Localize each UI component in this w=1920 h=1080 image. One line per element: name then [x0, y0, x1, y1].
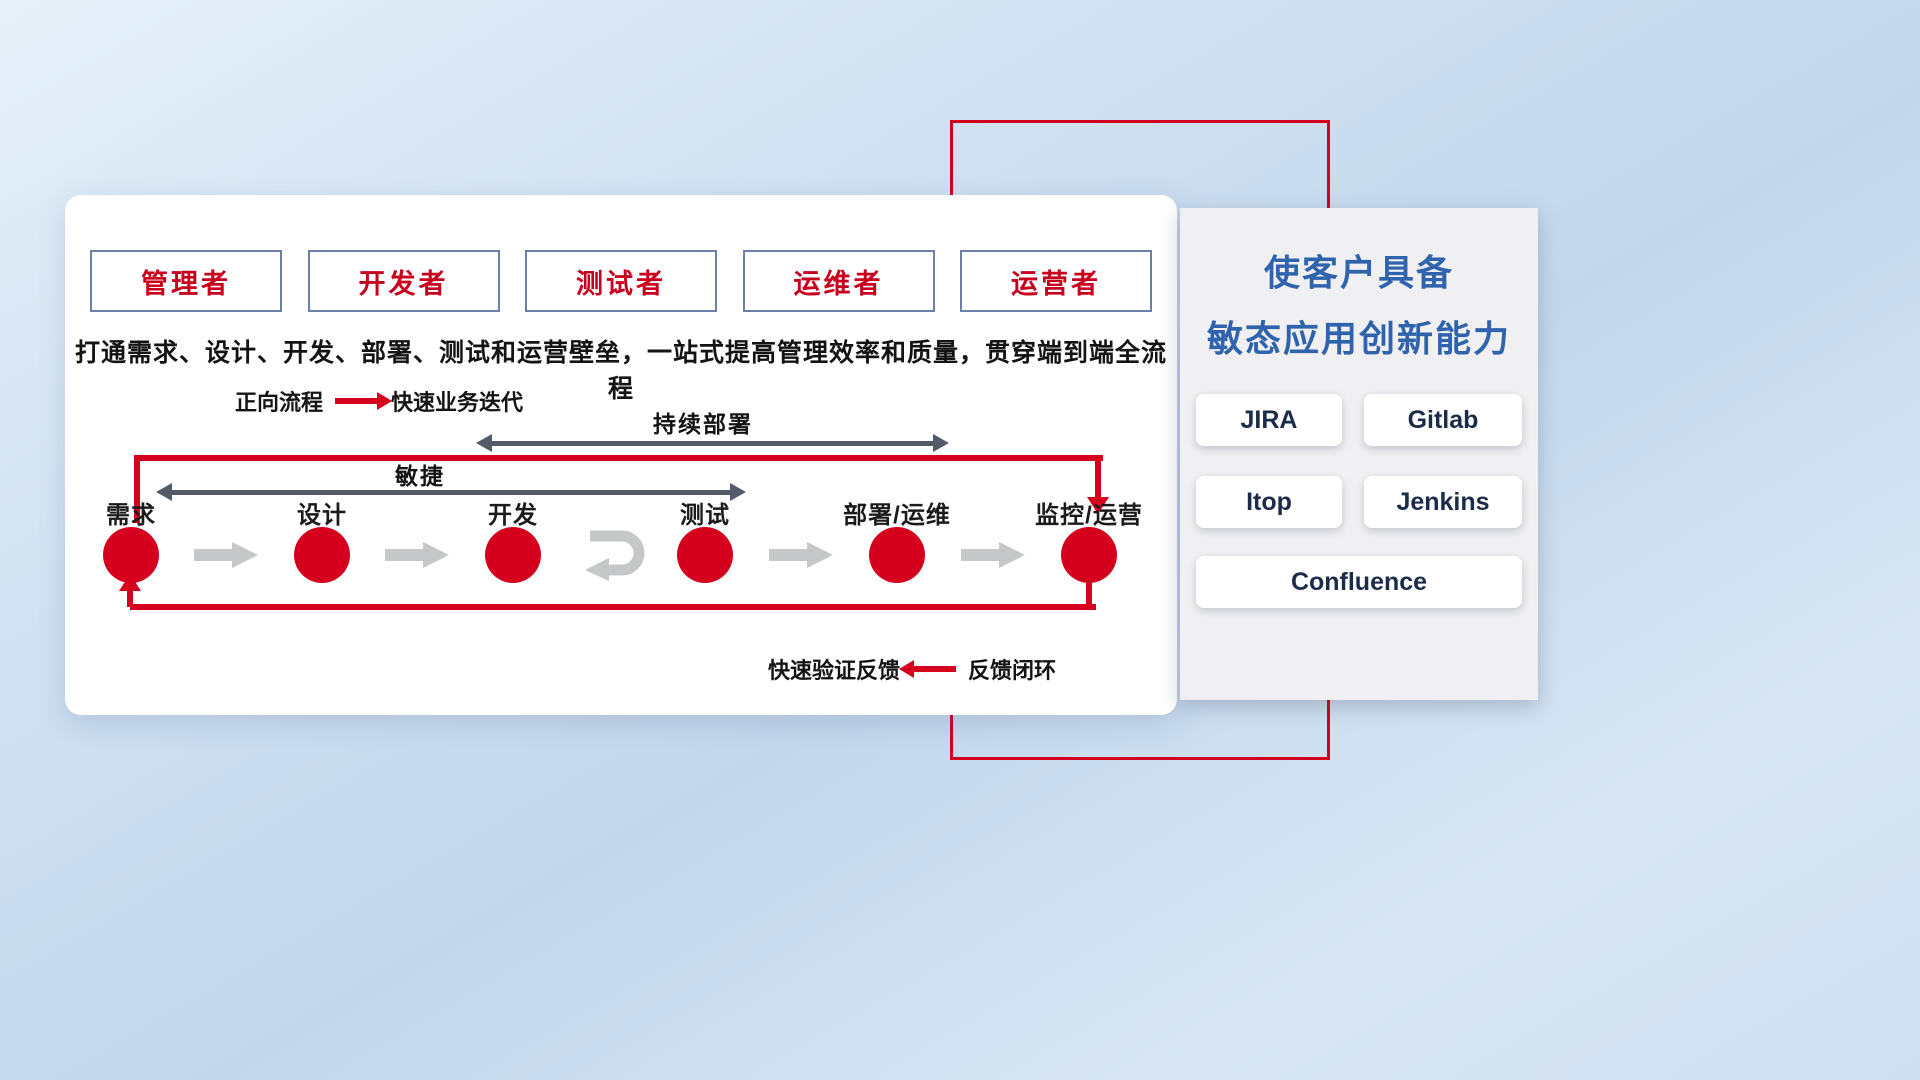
gray-right-arrow-icon — [194, 542, 258, 568]
step-label-develop: 开发 — [488, 502, 538, 529]
tool-badge-gitlab: Gitlab — [1364, 394, 1522, 446]
gray-right-arrow-icon — [961, 542, 1025, 568]
forward-loop-line-top — [137, 455, 1103, 461]
role-box-tester: 测试者 — [525, 250, 717, 312]
step-label-deploy-ops: 部署/运维 — [843, 502, 951, 529]
forward-legend-value: 快速业务迭代 — [391, 390, 524, 415]
role-box-operator: 运营者 — [960, 250, 1152, 312]
feedback-loop-line-right — [1086, 583, 1092, 608]
step-node-design — [294, 527, 350, 583]
step-label-test: 测试 — [680, 502, 730, 529]
forward-loop-line-right — [1095, 455, 1101, 499]
step-node-test — [677, 527, 733, 583]
role-boxes-row: 管理者 开发者 测试者 运维者 运营者 — [90, 250, 1152, 312]
feedback-loop-line-left — [127, 591, 133, 607]
role-label: 开发者 — [358, 268, 449, 299]
continuous-deploy-span-arrow-icon — [476, 434, 949, 452]
forward-loop-line-left — [134, 455, 140, 523]
feedback-legend: 快速验证反馈 反馈闭环 — [768, 653, 1056, 685]
red-left-arrow-icon — [899, 660, 957, 678]
forward-loop-arrowhead-icon — [1087, 497, 1109, 514]
step-label-requirements: 需求 — [106, 502, 156, 529]
panel-title-line1: 使客户具备 — [1263, 252, 1454, 293]
forward-legend-label: 正向流程 — [235, 390, 324, 415]
step-node-deploy-ops — [869, 527, 925, 583]
role-label: 测试者 — [576, 268, 666, 299]
step-node-monitor-operate — [1061, 527, 1117, 583]
card-description: 打通需求、设计、开发、部署、测试和运营壁垒，一站式提高管理效率和质量，贯穿端到端… — [74, 339, 1167, 403]
tool-badge-jenkins: Jenkins — [1364, 476, 1522, 528]
role-box-manager: 管理者 — [90, 250, 282, 312]
step-node-develop — [485, 527, 541, 583]
step-node-requirements — [103, 527, 159, 583]
feedback-legend-label: 快速验证反馈 — [768, 658, 901, 683]
gray-right-arrow-icon — [769, 542, 833, 568]
agile-label: 敏捷 — [395, 463, 445, 489]
forward-flow-legend: 正向流程 快速业务迭代 — [235, 385, 523, 417]
panel-title-line2: 敏态应用创新能力 — [1206, 318, 1511, 359]
capability-panel: 使客户具备 敏态应用创新能力 JIRA Gitlab Itop Jenkins … — [1180, 208, 1538, 700]
role-label: 运维者 — [793, 268, 884, 299]
feedback-loop-line-bottom — [130, 604, 1096, 610]
devops-flow-card: 管理者 开发者 测试者 运维者 运营者 打通需求、设计、开发、部署、测试和运营壁… — [65, 195, 1177, 715]
tool-badge-confluence: Confluence — [1196, 556, 1522, 608]
iteration-loop-icon — [585, 530, 645, 581]
role-label: 运营者 — [1011, 268, 1101, 299]
gray-right-arrow-icon — [385, 542, 449, 568]
tool-badge-itop: Itop — [1196, 476, 1342, 528]
agile-span-arrow-icon — [156, 483, 746, 501]
tool-badge-jira: JIRA — [1196, 394, 1342, 446]
step-label-monitor-operate: 监控/运营 — [1035, 502, 1143, 529]
role-box-ops: 运维者 — [742, 250, 935, 312]
step-label-design: 设计 — [297, 502, 347, 529]
role-box-developer: 开发者 — [307, 250, 500, 312]
continuous-deploy-label: 持续部署 — [653, 411, 753, 437]
role-label: 管理者 — [141, 268, 231, 299]
feedback-legend-value: 反馈闭环 — [968, 658, 1057, 683]
red-right-arrow-icon — [335, 392, 393, 410]
